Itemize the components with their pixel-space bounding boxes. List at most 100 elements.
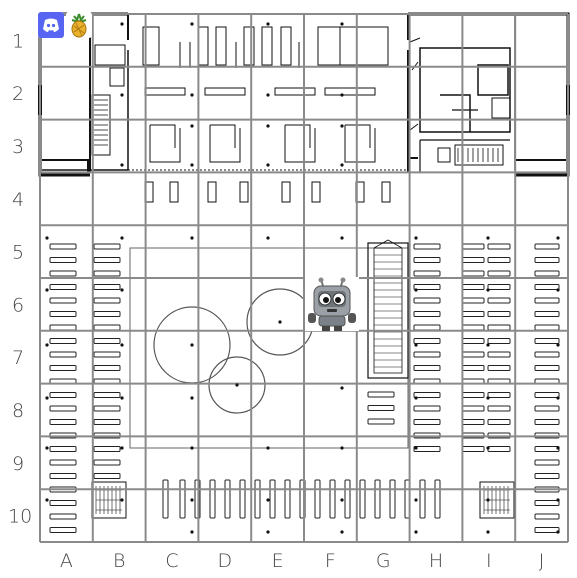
map-dot xyxy=(340,498,344,502)
parking-slot xyxy=(534,284,560,290)
parking-slot xyxy=(487,243,511,250)
row-label-2: 2 xyxy=(12,83,24,105)
map-dot xyxy=(120,163,124,167)
parking-slot xyxy=(93,473,121,479)
parking-slot xyxy=(534,338,560,344)
parking-slot xyxy=(49,243,77,250)
map-dot xyxy=(278,320,282,324)
parking-slot xyxy=(49,270,77,277)
row-label-3: 3 xyxy=(12,136,24,158)
parking-slot xyxy=(49,527,77,533)
map-dot xyxy=(120,22,124,26)
map-dot xyxy=(190,236,194,240)
parking-slot xyxy=(49,459,77,466)
pineapple-icon[interactable] xyxy=(66,12,92,38)
map-dot xyxy=(120,446,124,450)
parking-slot xyxy=(534,297,560,304)
map-dot xyxy=(190,446,194,450)
parking-slot xyxy=(93,392,121,398)
map-dot xyxy=(486,498,490,502)
parking-slot xyxy=(487,405,511,412)
map-dot xyxy=(266,163,270,167)
parking-slot xyxy=(413,405,441,412)
parking-slot xyxy=(49,338,77,344)
parking-slot xyxy=(534,473,560,479)
parking-slot xyxy=(162,479,169,519)
parking-slot xyxy=(419,479,426,519)
map-dot xyxy=(120,396,124,400)
discord-icon[interactable] xyxy=(38,12,64,38)
parking-slot xyxy=(413,446,441,452)
column-label-h: H xyxy=(429,550,443,572)
parking-slot xyxy=(434,479,441,519)
parking-slot xyxy=(487,297,511,304)
parking-slot xyxy=(487,257,511,263)
parking-slot xyxy=(534,405,560,412)
parking-slot xyxy=(413,270,441,277)
parking-slot xyxy=(179,479,186,519)
parking-slot xyxy=(49,284,77,290)
map-dot xyxy=(556,236,560,240)
map-markers xyxy=(45,22,560,534)
parking-slot xyxy=(534,243,560,250)
parking-slot xyxy=(413,365,441,371)
map-dot xyxy=(266,530,270,534)
parking-slot xyxy=(49,257,77,263)
parking-slot xyxy=(534,500,560,506)
parking-slot xyxy=(49,297,77,304)
parking-slot xyxy=(93,365,121,371)
parking-slot xyxy=(487,284,511,290)
parking-slot xyxy=(413,351,441,358)
map-dot xyxy=(486,288,490,292)
parking-slot xyxy=(49,311,77,317)
map-dot xyxy=(340,163,344,167)
parking-slot xyxy=(49,500,77,506)
row-label-5: 5 xyxy=(12,242,24,264)
parking-slot xyxy=(413,311,441,317)
robot-token[interactable] xyxy=(305,277,359,331)
parking-slot xyxy=(413,257,441,263)
map-dot xyxy=(556,530,560,534)
parking-slot xyxy=(49,405,77,412)
column-label-g: G xyxy=(376,550,391,572)
map-dot xyxy=(556,343,560,347)
parking-slot xyxy=(487,392,511,398)
map-dot xyxy=(190,498,194,502)
parking-slot xyxy=(413,392,441,398)
parking-slot xyxy=(367,418,395,425)
column-label-d: D xyxy=(217,550,232,572)
row-label-10: 10 xyxy=(8,506,32,528)
map-dot xyxy=(120,498,124,502)
map-dot xyxy=(486,236,490,240)
parking-slot xyxy=(49,419,77,425)
parking-slot xyxy=(269,479,276,519)
map-dot xyxy=(190,396,194,400)
column-label-j: J xyxy=(539,550,545,572)
map-dot xyxy=(340,22,344,26)
map-dot xyxy=(45,446,49,450)
row-label-6: 6 xyxy=(12,294,24,316)
parking-slot xyxy=(49,351,77,358)
parking-slot xyxy=(49,446,77,452)
parking-slot xyxy=(93,257,121,263)
row-label-8: 8 xyxy=(12,400,24,422)
parking-slot xyxy=(487,270,511,277)
parking-slot xyxy=(534,459,560,466)
map-dot xyxy=(340,530,344,534)
map-dot xyxy=(340,124,344,128)
map-dot xyxy=(486,396,490,400)
map-dot xyxy=(340,386,344,390)
parking-slot xyxy=(534,365,560,371)
parking-slot xyxy=(413,297,441,304)
column-label-c: C xyxy=(165,550,178,572)
parking-slot xyxy=(487,365,511,371)
parking-slot xyxy=(534,351,560,358)
parking-slot xyxy=(487,419,511,425)
row-label-1: 1 xyxy=(12,30,24,52)
parking-slot xyxy=(93,243,121,250)
map-dot xyxy=(266,124,270,128)
parking-slot xyxy=(93,270,121,277)
parking-slot xyxy=(389,479,396,519)
